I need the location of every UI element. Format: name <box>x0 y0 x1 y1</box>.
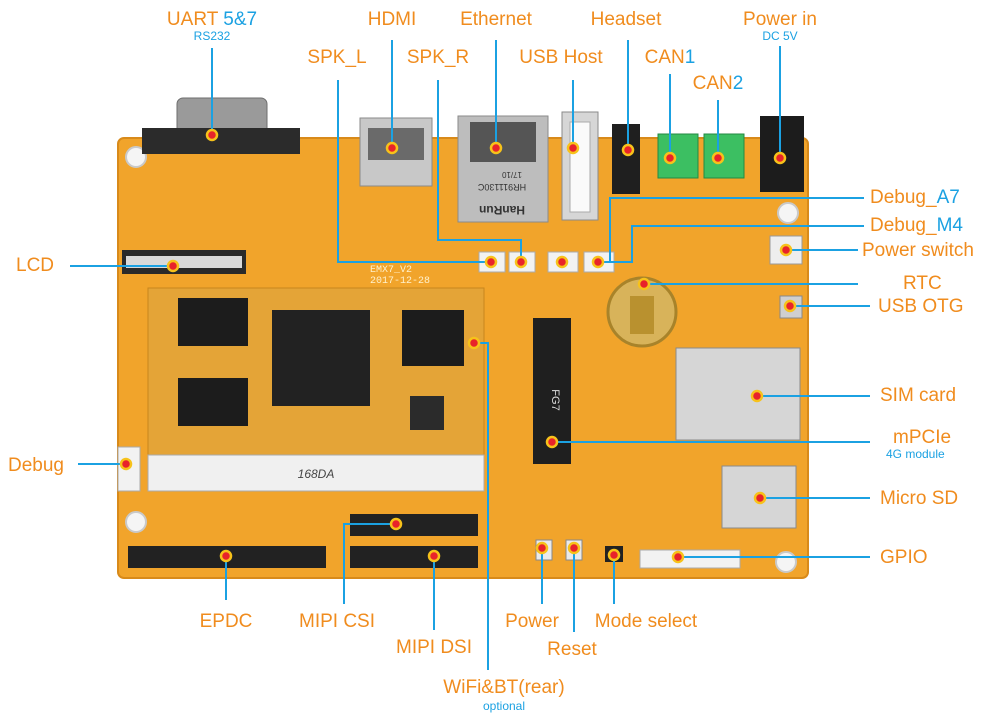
mount-hole <box>775 551 797 573</box>
board-date-text: 2017-12-28 <box>370 276 430 287</box>
label-mipi-csi: MIPI CSI <box>298 611 376 632</box>
label-mipi-dsi: MIPI DSI <box>395 637 473 658</box>
label-micro-sd: Micro SD <box>880 488 959 509</box>
sim-card-slot <box>675 347 801 441</box>
marker-spk-r <box>514 255 528 269</box>
can2-terminal <box>703 133 745 179</box>
ethernet-brand-text: HanRun <box>479 203 525 217</box>
label-uart-prefix: UART <box>166 9 224 30</box>
marker-mipi-csi <box>389 517 403 531</box>
label-wifi-bt: WiFi&BT(rear) <box>443 677 565 698</box>
label-debug-a7-prefix: Debug_ <box>870 187 937 208</box>
label-mpcie-sub: 4G module <box>886 447 945 461</box>
label-uart-accent: 5&7 <box>223 9 258 30</box>
label-reset: Reset <box>547 639 597 660</box>
label-gpio: GPIO <box>880 547 928 568</box>
marker-mipi-dsi <box>427 549 441 563</box>
marker-reset <box>567 541 581 555</box>
headset-jack <box>612 124 640 194</box>
label-can2: CAN2 <box>693 74 744 93</box>
marker-hdmi <box>385 141 399 155</box>
marker-headset <box>621 143 635 157</box>
marker-mpcie <box>545 435 559 449</box>
leader-debug-m4 <box>598 225 864 263</box>
label-ethernet: Ethernet <box>460 9 532 30</box>
marker-can2 <box>711 151 725 165</box>
label-debug-m4-accent: M4 <box>936 215 963 236</box>
label-power-switch: Power switch <box>862 240 974 261</box>
marker-power <box>535 541 549 555</box>
label-debug-a7-accent: A7 <box>936 187 960 208</box>
label-power-in: Power in <box>743 9 817 30</box>
marker-ethernet <box>489 141 503 155</box>
mount-hole <box>125 146 147 168</box>
label-spk-l: SPK_L <box>307 47 367 68</box>
label-uart-sub: RS232 <box>193 29 231 43</box>
leader-spk-l <box>337 80 491 263</box>
can1-terminal <box>657 133 699 179</box>
leader-spk-r <box>437 80 522 262</box>
uart-db9-flange <box>142 128 300 154</box>
mount-hole <box>125 511 147 533</box>
label-mode-select: Mode select <box>594 611 698 632</box>
label-debug-a7: Debug_A7 <box>870 188 960 207</box>
label-usb-host: USB Host <box>519 47 603 68</box>
ethernet-part-text: HR911130C <box>477 182 526 192</box>
marker-wifi <box>467 336 481 350</box>
marker-micro-sd <box>753 491 767 505</box>
marker-rtc <box>637 277 651 291</box>
marker-uart <box>205 128 219 142</box>
label-hdmi: HDMI <box>367 9 417 30</box>
marker-power-switch <box>779 243 793 257</box>
label-can1-accent: 1 <box>684 47 696 68</box>
marker-mode <box>607 548 621 562</box>
marker-spk-l <box>484 255 498 269</box>
mipi-csi-header <box>350 514 478 536</box>
mpcie-mark-text: FG7 <box>549 389 561 410</box>
mipi-dsi-header <box>350 546 478 568</box>
gpio-connector <box>639 549 741 569</box>
label-power: Power <box>505 611 559 632</box>
label-usb-otg: USB OTG <box>878 296 964 317</box>
label-epdc: EPDC <box>199 611 253 632</box>
label-mpcie: mPCIe <box>893 427 952 448</box>
mount-hole <box>777 202 799 224</box>
label-debug-m4: Debug_M4 <box>870 216 963 235</box>
label-headset: Headset <box>590 9 662 30</box>
marker-gpio <box>671 550 685 564</box>
som-slot-text: 168DA <box>298 467 335 481</box>
label-can2-prefix: CAN <box>692 73 733 94</box>
marker-usb-otg <box>783 299 797 313</box>
label-spk-r: SPK_R <box>406 47 470 68</box>
label-debug: Debug <box>8 455 64 476</box>
label-lcd: LCD <box>16 255 55 276</box>
marker-debug-a7 <box>591 255 605 269</box>
label-can1-prefix: CAN <box>644 47 685 68</box>
marker-debug <box>119 457 133 471</box>
marker-debug-m4 <box>555 255 569 269</box>
marker-usb-host <box>566 141 580 155</box>
marker-epdc <box>219 549 233 563</box>
marker-can1 <box>663 151 677 165</box>
label-debug-m4-prefix: Debug_ <box>870 215 937 236</box>
ethernet-code-text: 17/10 <box>501 170 522 179</box>
som-connector <box>147 454 485 492</box>
marker-power-in <box>773 151 787 165</box>
leader-mipi-csi <box>343 523 396 604</box>
label-rtc: RTC <box>903 273 942 294</box>
label-can1: CAN1 <box>645 48 696 67</box>
label-uart: UART 5&7 <box>167 10 257 29</box>
label-sim-card: SIM card <box>880 385 957 406</box>
label-can2-accent: 2 <box>732 73 744 94</box>
marker-lcd <box>166 259 180 273</box>
label-wifi-bt-sub: optional <box>482 699 526 713</box>
board-name-text: EMX7_V2 <box>370 265 412 276</box>
marker-sim <box>750 389 764 403</box>
label-power-in-sub: DC 5V <box>762 29 798 43</box>
